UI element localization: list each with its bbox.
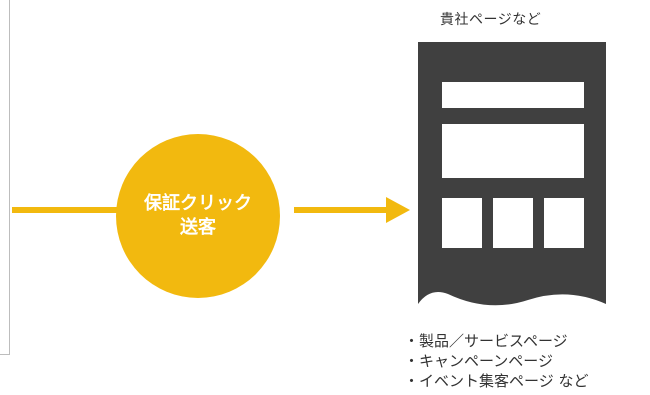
arrow-line-right xyxy=(294,207,390,213)
example-item: ・製品／サービスページ xyxy=(404,332,568,350)
web-page-document-icon xyxy=(418,42,606,306)
destination-title: 貴社ページなど xyxy=(440,12,542,28)
circle-label-line2: 送客 xyxy=(180,217,216,238)
left-panel-edge xyxy=(0,0,10,355)
destination-examples-list: ・製品／サービスページ ・キャンペーンページ ・イベント集客ページ など xyxy=(404,331,588,391)
guaranteed-click-circle: 保証クリック 送客 xyxy=(116,134,280,298)
arrow-head-icon xyxy=(386,197,410,223)
arrow-line-left xyxy=(12,207,124,213)
circle-label-line1: 保証クリック xyxy=(144,193,252,214)
example-item: ・キャンペーンページ xyxy=(404,352,553,370)
example-item: ・イベント集客ページ など xyxy=(404,372,589,390)
